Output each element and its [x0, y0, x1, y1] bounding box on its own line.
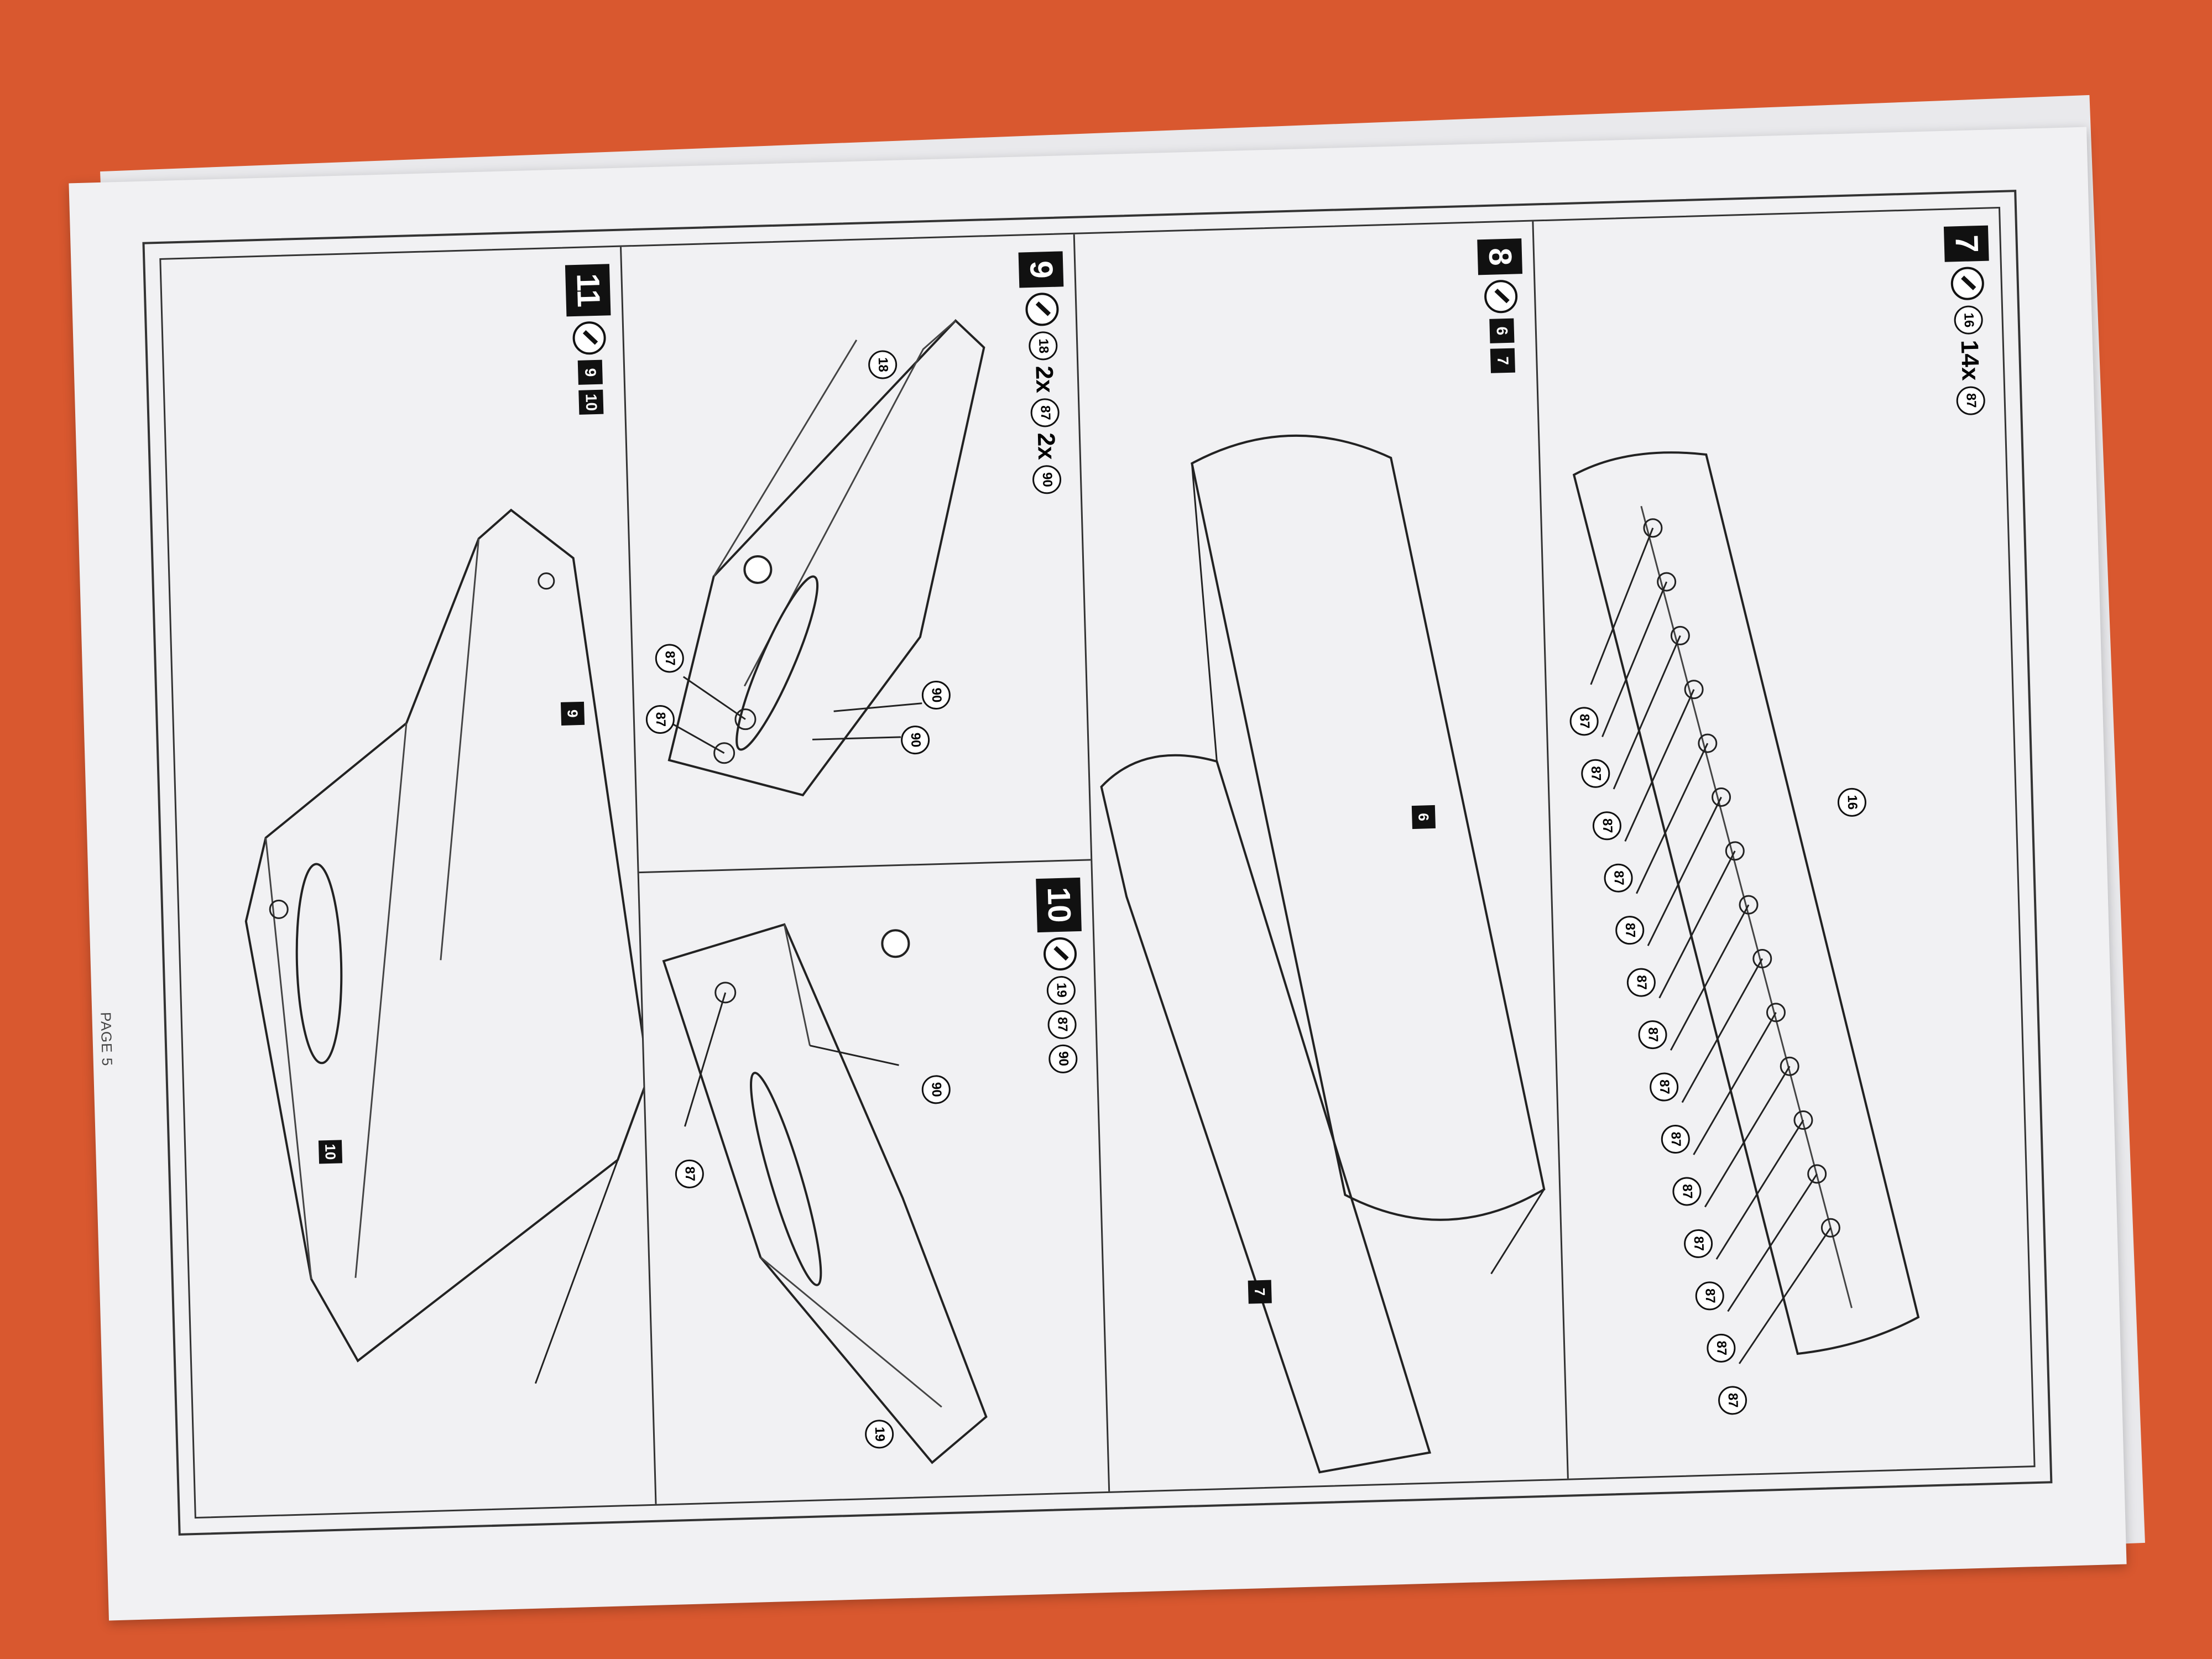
- fastener-hole: [1657, 572, 1677, 592]
- quantity: 14x: [1955, 340, 1984, 381]
- fastener-hole: [1807, 1164, 1827, 1184]
- leader-line: [1693, 1012, 1777, 1155]
- step-11-drawing: [244, 508, 650, 1384]
- fastener-hole: [1643, 518, 1663, 538]
- step-7-number: 7: [1943, 225, 1989, 263]
- leader-line: [1681, 958, 1764, 1103]
- page-frame-inner: 11 9 10 9 10 9: [159, 206, 2036, 1519]
- fastener-hole: [1752, 949, 1772, 969]
- part-label: 6: [1411, 805, 1436, 830]
- step-9-drawing: [667, 319, 985, 797]
- ref-circle: 16: [1953, 305, 1984, 335]
- leader-line: [1670, 904, 1750, 1051]
- leader-line: [1658, 851, 1736, 999]
- glue-tube-icon: [1950, 267, 1985, 301]
- panel-step-9: 9 18 2x 87 2x 90: [622, 234, 1091, 872]
- step-7-header: 7 16 14x 87: [1943, 225, 1994, 416]
- step-7-drawing: [1572, 451, 1920, 1364]
- fastener-hole: [1820, 1218, 1840, 1238]
- panel-step-8: 8 6 7 6 7: [1075, 222, 1567, 1491]
- leader-line: [1590, 528, 1654, 685]
- leader-line: [1738, 1227, 1832, 1364]
- fastener-hole: [1684, 680, 1704, 700]
- fastener-hole: [1698, 733, 1718, 753]
- fastener-hole: [1780, 1056, 1799, 1076]
- step-10-drawing: [662, 923, 988, 1464]
- page-label: PAGE 5: [97, 1011, 116, 1067]
- drill-hole-icon: [881, 929, 910, 958]
- page-frame: 11 9 10 9 10 9: [142, 190, 2053, 1536]
- leader-line: [1624, 689, 1695, 842]
- leader-line: [1704, 1066, 1791, 1208]
- leader-line: [1601, 581, 1668, 738]
- part-label: 7: [1248, 1280, 1272, 1304]
- leader-line: [1647, 796, 1722, 946]
- ref-circle: 87: [1956, 385, 1986, 415]
- leader-line: [1727, 1173, 1818, 1312]
- fastener-hole: [1725, 841, 1745, 861]
- part-label: 10: [318, 1140, 343, 1164]
- fastener-hole: [1793, 1110, 1813, 1130]
- fastener-hole: [1712, 787, 1731, 807]
- panel-step-10: 10 19 87 90 87 90 19: [639, 860, 1109, 1509]
- fastener-hole: [1766, 1003, 1786, 1022]
- drill-hole-icon: [743, 555, 773, 584]
- part-label: 9: [560, 701, 585, 726]
- leader-line: [1636, 743, 1709, 894]
- leader-line: [1715, 1119, 1804, 1260]
- step-8-drawing: [1100, 434, 1546, 1474]
- instruction-sheet: PAGE 5 11 9 10: [69, 127, 2127, 1621]
- fastener-hole: [1670, 625, 1690, 645]
- fastener-hole: [1739, 895, 1759, 915]
- panel-step-11: 11 9 10 9 10: [161, 247, 655, 1517]
- leader-line: [1613, 635, 1681, 790]
